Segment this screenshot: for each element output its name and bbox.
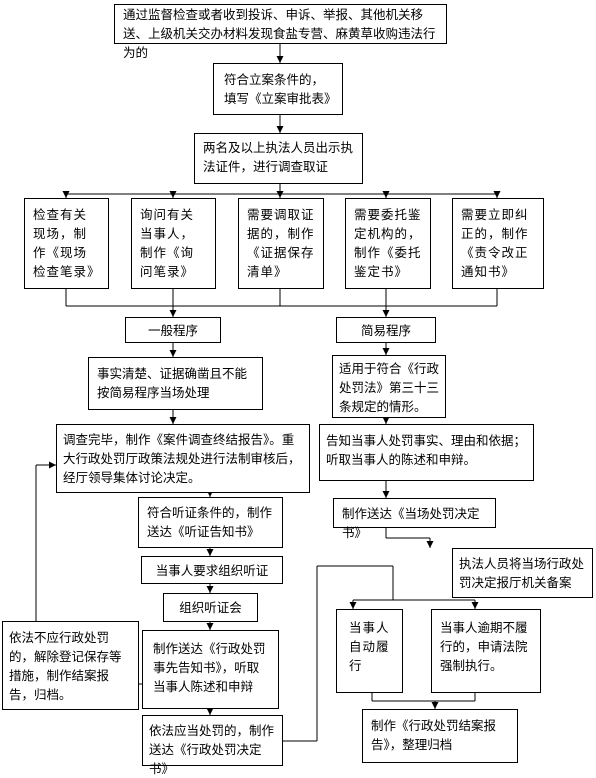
node-simple-condition: 适用于符合《行政处罚法》第三十三条规定的情形。 bbox=[332, 355, 446, 418]
node-hold-hearing: 组织听证会 bbox=[163, 593, 258, 622]
node-general-procedure: 一般程序 bbox=[125, 317, 221, 343]
node-file-record: 执法人员将当场行政处罚决定报厅机关备案 bbox=[452, 548, 593, 598]
node-investigate: 两名及以上执法人员出示执法证件，进行调查取证 bbox=[194, 133, 363, 184]
node-inspect-site: 检查有关现场，制作《现场检查笔录》 bbox=[24, 198, 109, 289]
node-hearing-notice: 符合听证条件的，制作送达《听证告知书》 bbox=[138, 497, 283, 548]
node-no-penalty: 依法不应行政处罚的，解除登记保存等措施，制作结案报告，归档。 bbox=[2, 621, 139, 710]
node-request-hearing: 当事人要求组织听证 bbox=[141, 556, 283, 584]
node-preserve-evidence: 需要调取证据的，制作《证据保存清单》 bbox=[238, 198, 324, 289]
node-entrust: 需要委托鉴定机构的，制作《委托鉴定书》 bbox=[345, 198, 431, 289]
node-conclude-report: 调查完毕，制作《案件调查终结报告》。重大行政处罚厅政策法规处进行法制审核后，经厅… bbox=[56, 424, 310, 493]
node-file-case: 符合立案条件的，填写《立案审批表》 bbox=[213, 63, 343, 115]
node-voluntary-perform: 当事人自动履行 bbox=[336, 609, 403, 693]
node-rectify: 需要立即纠正的，制作《责令改正通知书》 bbox=[452, 198, 544, 289]
node-general-condition: 事实清楚、证据确凿且不能按简易程序当场处理 bbox=[88, 357, 263, 410]
node-prior-notice: 制作送达《行政处罚事先告知书》，听取当事人陈述和申辩 bbox=[142, 630, 279, 709]
node-court-enforce: 当事人逾期不履行的，申请法院强制执行。 bbox=[431, 609, 541, 693]
node-onsite-decision: 制作送达《当场处罚决定书》 bbox=[333, 498, 496, 540]
node-inform-party: 告知当事人处罚事实、理由和依据；听取当事人的陈述和申辩。 bbox=[319, 424, 534, 481]
node-start: 通过监督检查或者收到投诉、申诉、举报、其他机关移送、上级机关交办材料发现食盐专营… bbox=[114, 4, 447, 60]
node-closing-report: 制作《行政处罚结案报告》，整理归档 bbox=[362, 709, 518, 763]
node-simple-procedure: 简易程序 bbox=[336, 317, 436, 343]
node-inquire: 询问有关当事人，制作《询问笔录》 bbox=[131, 198, 216, 289]
node-penalty-decision: 依法应当处罚的，制作送达《行政处罚决定书》 bbox=[142, 715, 283, 776]
